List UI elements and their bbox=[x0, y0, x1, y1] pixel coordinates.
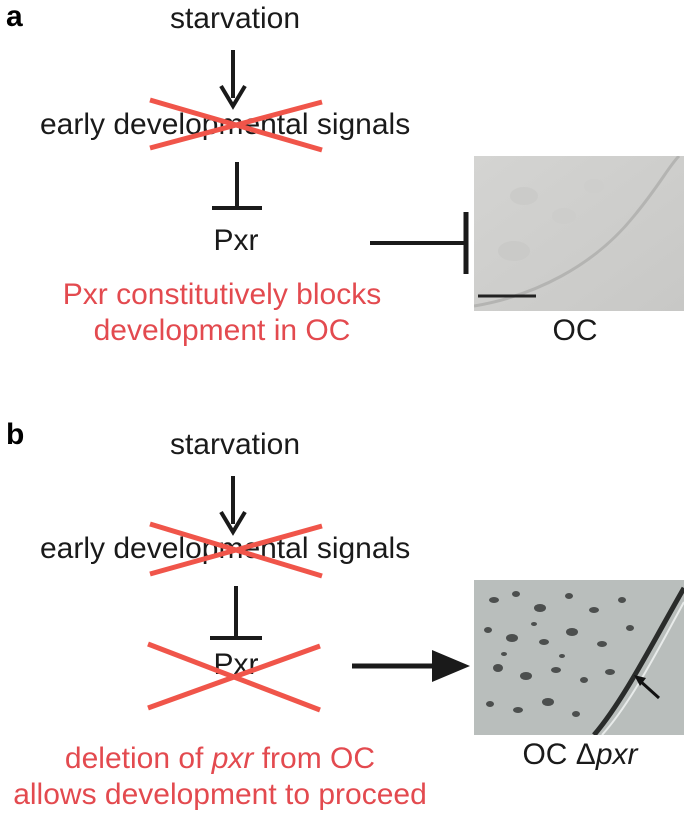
panel-a-label: a bbox=[6, 0, 23, 33]
panel-b-right-arrow-icon bbox=[352, 650, 470, 682]
panel-a-early-signals: early developmental signals bbox=[40, 108, 411, 141]
panel-a-micrograph bbox=[474, 156, 684, 311]
panel-b-pxr-cross-icon bbox=[147, 641, 321, 713]
panel-a-block-icon bbox=[370, 212, 469, 274]
panel-a-red-line1: Pxr constitutively blocks bbox=[62, 278, 382, 311]
panel-a-micrograph-image bbox=[474, 156, 684, 311]
panel-a-red-line2: development in OC bbox=[93, 314, 351, 347]
panel-a-photo-caption: OC bbox=[552, 314, 598, 347]
panel-b-cross-icon bbox=[149, 521, 323, 579]
micrograph-arrowhead-icon bbox=[634, 675, 646, 686]
panel-b-down-arrow-icon bbox=[219, 476, 247, 536]
panel-a-down-arrow-icon bbox=[219, 50, 247, 110]
panel-b-micrograph-image bbox=[474, 580, 684, 735]
panel-b-red-line1: deletion of pxr from OC bbox=[64, 742, 376, 775]
panel-a-cross-icon bbox=[149, 97, 323, 153]
panel-b-label: b bbox=[6, 418, 25, 451]
micrograph-arrow bbox=[637, 678, 661, 700]
panel-a-inhibit-icon bbox=[212, 162, 262, 210]
panel-b-inhibit-icon bbox=[210, 586, 262, 640]
panel-b-starvation: starvation bbox=[169, 428, 301, 461]
panel-a-starvation: starvation bbox=[169, 2, 301, 35]
panel-b-micrograph bbox=[474, 580, 684, 735]
panel-b-photo-caption: OC Δpxr bbox=[522, 738, 638, 771]
panel-a-pxr: Pxr bbox=[213, 224, 259, 257]
panel-b-red-line2: allows development to proceed bbox=[13, 778, 427, 811]
